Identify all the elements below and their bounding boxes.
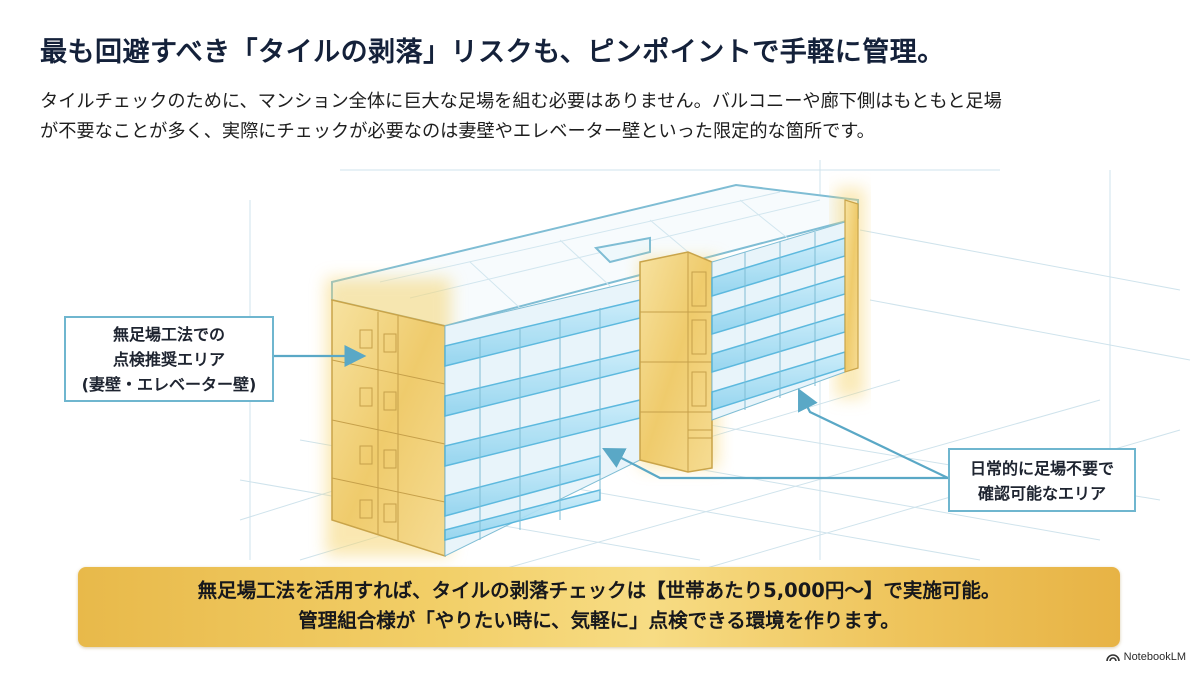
left-balconies [444,279,641,557]
banner-line-2: 管理組合様が「やりたい時に、気軽に」点検できる環境を作ります。 [298,609,900,632]
watermark-label: NotebookLM [1123,651,1186,663]
description-line-1: タイルチェックのために、マンション全体に巨大な足場を組む必要はありません。バルコ… [40,91,1002,112]
notebooklm-logo-icon [1105,654,1120,662]
callout-no-scaffold-area: 日常的に足場不要で 確認可能なエリア [948,448,1136,512]
page-title: 最も回避すべき「タイルの剥落」リスクも、ピンポイントで手軽に管理。 [40,37,945,68]
summary-banner: 無足場工法を活用すれば、タイルの剥落チェックは【世帯あたり5,000円〜】で実施… [78,567,1120,647]
elevator-wall [639,251,713,473]
description-line-2: が不要なことが多く、実際にチェックが必要なのは妻壁やエレベーター壁といった限定的… [40,121,875,142]
description: タイルチェックのために、マンション全体に巨大な足場を組む必要はありません。バルコ… [40,87,1180,147]
notebooklm-watermark: NotebookLM [1105,651,1186,663]
gable-wall [331,299,446,558]
banner-line-1: 無足場工法を活用すれば、タイルの剥落チェックは【世帯あたり5,000円〜】で実施… [197,579,1001,602]
callout-left-line-1: 無足場工法での [112,325,225,344]
callout-connectors [274,345,949,480]
callout-recommended-area: 無足場工法での 点検推奨エリア (妻壁・エレベーター壁) [64,316,274,402]
callout-right-line-1: 日常的に足場不要で [969,459,1114,478]
right-gable-wall [844,199,859,373]
callout-left-line-2: 点検推奨エリア [112,350,225,369]
building-illustration [239,160,1191,570]
callout-left-line-3: (妻壁・エレベーター壁) [81,375,257,394]
right-balconies [711,221,846,421]
callout-right-line-2: 確認可能なエリア [977,484,1106,503]
